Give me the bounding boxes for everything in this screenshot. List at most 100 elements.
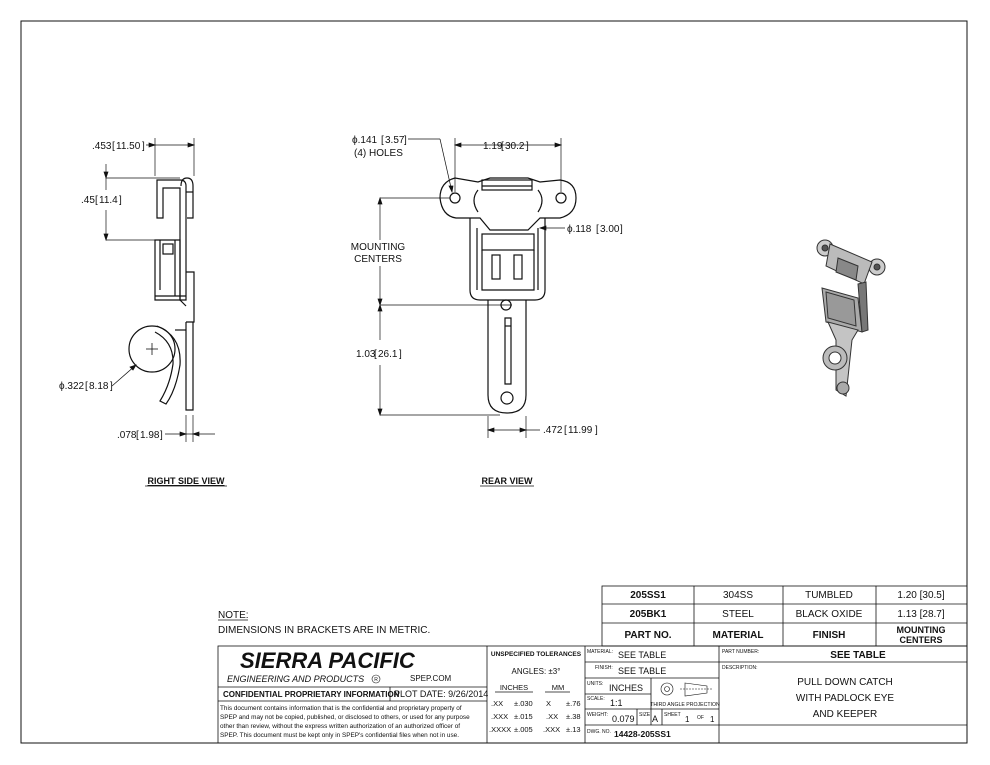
dim-119-mm: 30.2 bbox=[505, 141, 525, 152]
dim-103-mm: 26.1 bbox=[378, 349, 398, 360]
plot-date: PLOT DATE: 9/26/2014 bbox=[394, 689, 488, 699]
svg-text:[: [ bbox=[136, 430, 139, 441]
dim-322: ϕ.322 bbox=[59, 381, 85, 392]
confidential-label: CONFIDENTIAL PROPRIETARY INFORMATION bbox=[223, 690, 400, 699]
finish-label: FINISH: bbox=[595, 665, 613, 671]
tolerance-cell: .XXXX bbox=[489, 725, 511, 734]
disclaimer-line: This document contains information that … bbox=[220, 705, 462, 712]
part-1-centers: 1.20 [30.5] bbox=[897, 590, 944, 601]
svg-text:[: [ bbox=[374, 349, 377, 360]
dim-453-mm: 11.50 bbox=[116, 141, 141, 152]
part-1-finish: TUMBLED bbox=[805, 590, 853, 601]
part-1-no: 205SS1 bbox=[630, 590, 666, 601]
tolerance-cell: ±.76 bbox=[566, 699, 581, 708]
title-block-grid bbox=[217, 645, 968, 744]
weight-label: WEIGHT: bbox=[587, 712, 608, 718]
part-2-no: 205BK1 bbox=[630, 609, 667, 620]
dim-078: .078 bbox=[117, 430, 137, 441]
disclaimer: This document contains information that … bbox=[220, 705, 470, 739]
material-value: SEE TABLE bbox=[618, 650, 666, 660]
material-label: MATERIAL: bbox=[587, 649, 613, 655]
svg-text:[: [ bbox=[381, 135, 384, 146]
dim-45-mm: 11.4 bbox=[99, 195, 118, 206]
svg-text:[: [ bbox=[501, 141, 504, 152]
tolerance-cell: X bbox=[546, 699, 551, 708]
svg-text:[: [ bbox=[112, 141, 115, 152]
right-side-view bbox=[128, 177, 195, 411]
side-dimension-lines bbox=[103, 138, 215, 442]
company-subtitle: ENGINEERING AND PRODUCTS bbox=[227, 674, 364, 684]
tolerances-angles: ANGLES: ±3° bbox=[512, 667, 561, 676]
partnumber-label: PART NUMBER: bbox=[722, 649, 759, 655]
header-material: MATERIAL bbox=[713, 630, 764, 641]
dim-141: ϕ.141 bbox=[352, 135, 378, 146]
tolerance-cell: ±.015 bbox=[514, 712, 533, 721]
size-label: SIZE bbox=[639, 712, 651, 718]
svg-text:]: ] bbox=[526, 141, 529, 152]
header-finish: FINISH bbox=[813, 630, 846, 641]
header-mounting: MOUNTING bbox=[897, 625, 946, 635]
svg-text:]: ] bbox=[142, 141, 145, 152]
of-label: OF bbox=[697, 715, 704, 721]
tolerances: UNSPECIFIED TOLERANCES ANGLES: ±3° INCHE… bbox=[489, 651, 582, 734]
svg-text:]: ] bbox=[595, 425, 598, 436]
tolerances-mm-header: MM bbox=[552, 683, 565, 692]
dim-45: .45 bbox=[81, 195, 95, 206]
rear-view bbox=[439, 177, 577, 414]
tolerance-cell: ±.030 bbox=[514, 699, 533, 708]
dim-472: .472 bbox=[543, 425, 563, 436]
dim-103: 1.03 bbox=[356, 349, 376, 360]
svg-text:]: ] bbox=[620, 224, 623, 235]
svg-text:[: [ bbox=[85, 381, 88, 392]
svg-text:[: [ bbox=[564, 425, 567, 436]
tolerance-cell: ±.13 bbox=[566, 725, 581, 734]
units-value: INCHES bbox=[609, 683, 643, 693]
mounting-label: MOUNTING bbox=[351, 242, 406, 253]
partnumber-value: SEE TABLE bbox=[830, 650, 886, 661]
part-2-finish: BLACK OXIDE bbox=[796, 609, 863, 620]
tolerance-cell: ±.38 bbox=[566, 712, 581, 721]
note-title: NOTE: bbox=[218, 610, 249, 621]
holes-note: (4) HOLES bbox=[354, 148, 403, 159]
dim-472-mm: 11.99 bbox=[568, 425, 593, 436]
finish-value: SEE TABLE bbox=[618, 666, 666, 676]
part-2-material: STEEL bbox=[722, 609, 754, 620]
description-label: DESCRIPTION: bbox=[722, 665, 758, 671]
tolerances-inches-header: INCHES bbox=[500, 683, 528, 692]
disclaimer-line: SPEP and may not be copied, published, o… bbox=[220, 714, 470, 721]
scale-value: 1:1 bbox=[610, 698, 623, 708]
company-logo: SIERRA PACIFIC ENGINEERING AND PRODUCTS … bbox=[227, 648, 452, 684]
parts-table bbox=[601, 585, 968, 647]
dwg-label: DWG. NO. bbox=[587, 729, 611, 735]
part-2-centers: 1.13 [28.7] bbox=[897, 609, 944, 620]
tolerance-cell: .XX bbox=[546, 712, 558, 721]
svg-text:]: ] bbox=[160, 430, 163, 441]
disclaimer-line: SPEP. This document must be kept only in… bbox=[220, 732, 459, 739]
svg-text:]: ] bbox=[110, 381, 113, 392]
size-value: A bbox=[652, 714, 658, 724]
svg-text:[: [ bbox=[95, 195, 98, 206]
svg-text:]: ] bbox=[119, 195, 122, 206]
tolerance-cell: .XXX bbox=[543, 725, 560, 734]
dim-322-mm: 8.18 bbox=[89, 381, 109, 392]
company-name: SIERRA PACIFIC bbox=[240, 648, 416, 673]
dim-078-mm: 1.98 bbox=[140, 430, 160, 441]
projection-symbol-icon bbox=[660, 682, 712, 697]
sheet-label: SHEET bbox=[664, 712, 681, 718]
company-url: SPEP.COM bbox=[410, 674, 452, 683]
rear-dimension-texts: ϕ.141 [ 3.57 ] (4) HOLES 1.19 [ 30.2 ] ϕ… bbox=[351, 135, 623, 436]
description-line-2: WITH PADLOCK EYE bbox=[796, 693, 894, 704]
sheet-total: 1 bbox=[710, 715, 715, 724]
description-line-3: AND KEEPER bbox=[813, 709, 877, 720]
rear-dimension-lines bbox=[377, 138, 565, 438]
dim-118: ϕ.118 bbox=[567, 224, 592, 235]
dim-118-mm: 3.00 bbox=[600, 224, 620, 235]
header-part-no: PART NO. bbox=[624, 630, 671, 641]
side-dimension-texts: .453 [ 11.50 ] .45 [ 11.4 ] ϕ.322 [ 8.18… bbox=[59, 141, 163, 441]
isometric-render bbox=[816, 239, 886, 397]
specs-column: MATERIAL: SEE TABLE FINISH: SEE TABLE UN… bbox=[587, 649, 720, 739]
tolerance-cell: .XXX bbox=[491, 712, 508, 721]
svg-text:]: ] bbox=[399, 349, 402, 360]
part-1-material: 304SS bbox=[723, 590, 753, 601]
